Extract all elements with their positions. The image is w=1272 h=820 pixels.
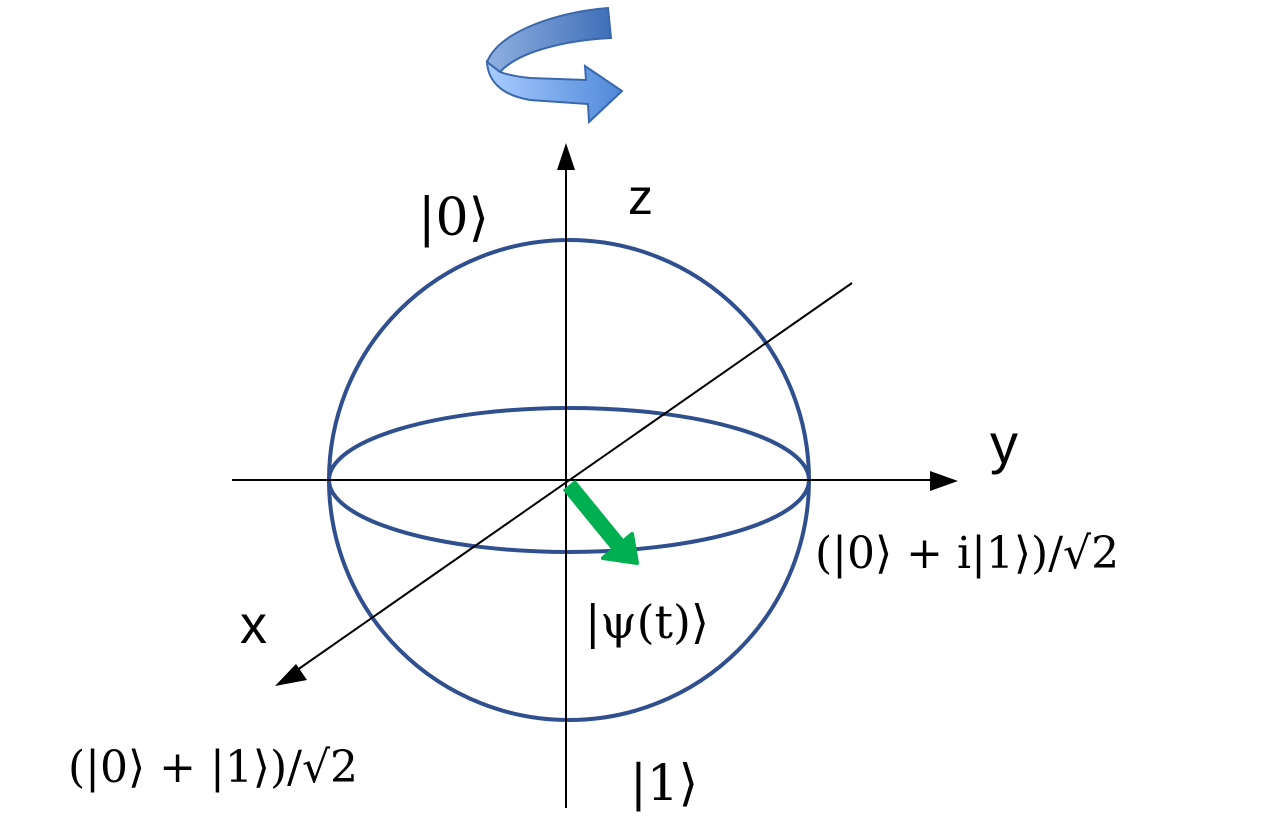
state-vector-arrow — [562, 479, 639, 565]
y-state-label: (|0⟩ + i|1⟩)/√2 — [815, 528, 1119, 579]
x-axis-label: x — [240, 595, 267, 655]
z-axis-arrowhead — [557, 143, 575, 170]
ket0-label: |0⟩ — [418, 188, 489, 248]
ket1-label: |1⟩ — [630, 754, 698, 812]
x-state-label: (|0⟩ + |1⟩)/√2 — [68, 742, 358, 793]
psi-label: |ψ(t)⟩ — [585, 595, 709, 649]
z-axis-label: z — [628, 169, 653, 225]
y-axis-label: y — [990, 412, 1018, 475]
x-axis-arrowhead — [275, 664, 307, 686]
y-axis-arrowhead — [930, 471, 958, 491]
rotation-arrow-icon — [485, 6, 624, 125]
x-axis — [289, 282, 853, 676]
